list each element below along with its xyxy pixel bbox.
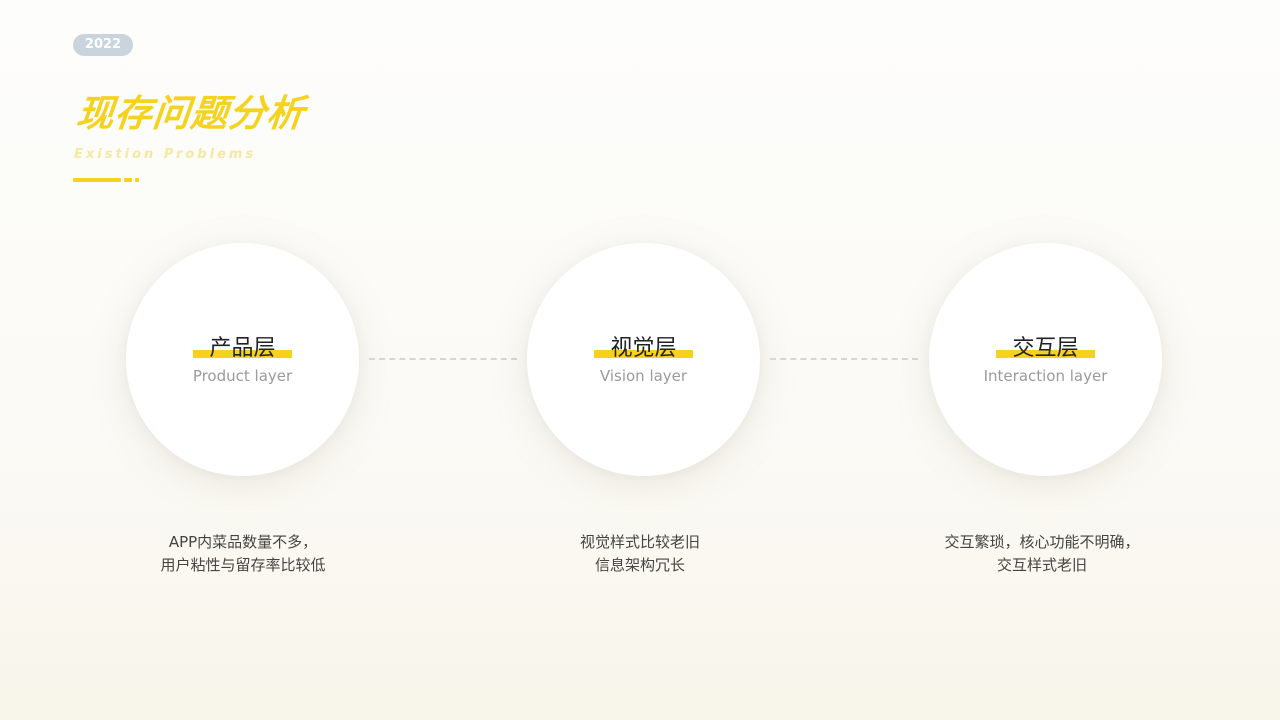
product-layer-subtitle: Product layer bbox=[192, 367, 293, 385]
product-layer-title: 产品层 bbox=[193, 335, 292, 363]
page-subtitle: Existion Problems bbox=[74, 147, 257, 162]
interaction-layer-subtitle: Interaction layer bbox=[983, 367, 1108, 385]
title-highlight bbox=[193, 350, 292, 358]
title-underline-dot bbox=[135, 178, 139, 182]
vision-layer-title: 视觉层 bbox=[594, 335, 693, 363]
product-layer-circle: 产品层 Product layer bbox=[126, 243, 359, 476]
product-layer-description: APP内菜品数量不多， 用户粘性与留存率比较低 bbox=[160, 533, 326, 574]
interaction-layer-description: 交互繁琐，核心功能不明确， 交互样式老旧 bbox=[944, 533, 1140, 574]
vision-layer-circle: 视觉层 Vision layer bbox=[527, 243, 760, 476]
connector-line bbox=[369, 358, 517, 360]
title-underline bbox=[73, 178, 121, 182]
interaction-layer-title: 交互层 bbox=[996, 335, 1095, 363]
year-badge: 2022 bbox=[73, 34, 133, 56]
vision-layer-subtitle: Vision layer bbox=[599, 367, 688, 385]
vision-layer-description: 视觉样式比较老旧 信息架构冗长 bbox=[579, 533, 700, 574]
connector-line bbox=[770, 358, 918, 360]
title-highlight bbox=[996, 350, 1095, 358]
title-highlight bbox=[594, 350, 693, 358]
page-title: 现存问题分析 bbox=[74, 92, 308, 135]
interaction-layer-circle: 交互层 Interaction layer bbox=[929, 243, 1162, 476]
title-underline-segment bbox=[124, 178, 132, 182]
